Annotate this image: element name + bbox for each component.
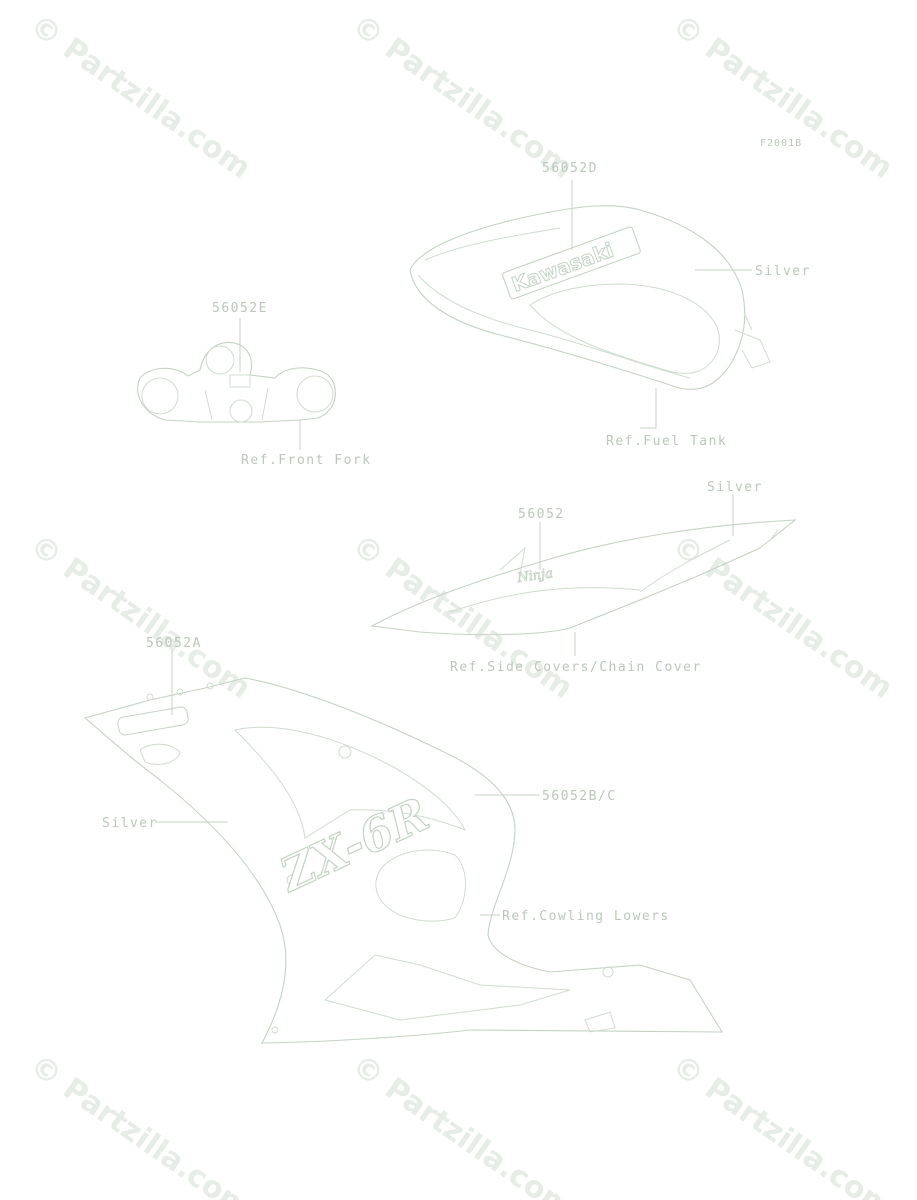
label-ref-front-fork: Ref.Front Fork	[241, 453, 372, 468]
watermark: © Partzilla.com	[345, 528, 579, 706]
side-script-decal: Ninja	[515, 566, 553, 586]
watermark: © Partzilla.com	[345, 8, 579, 186]
cowl-model-decal: ZX-6R	[270, 787, 437, 903]
label-ref-fuel-tank: Ref.Fuel Tank	[606, 434, 727, 449]
watermark: © Partzilla.com	[345, 1048, 579, 1200]
watermark-group: © Partzilla.com © Partzilla.com © Partzi…	[23, 8, 899, 1200]
label-tank-silver: Silver	[755, 264, 811, 279]
label-56052a: 56052A	[146, 636, 202, 651]
label-ref-side-covers: Ref.Side Covers/Chain Cover	[450, 660, 702, 675]
label-56052d: 56052D	[542, 161, 598, 176]
front-fork-drawing	[137, 341, 336, 423]
watermark: © Partzilla.com	[665, 8, 899, 186]
cowling-drawing: ZX-6R	[83, 677, 723, 1044]
label-side-silver: Silver	[707, 480, 763, 495]
label-cowl-silver: Silver	[102, 816, 158, 831]
label-56052b-c: 56052B/C	[542, 789, 617, 804]
watermark: © Partzilla.com	[23, 1048, 257, 1200]
label-ref-cowling-lowers: Ref.Cowling Lowers	[502, 909, 670, 924]
fuel-tank-drawing: Kawasaki	[409, 205, 771, 390]
side-cover-drawing: Ninja	[370, 519, 797, 636]
label-56052e: 56052E	[212, 301, 268, 316]
figure-code: F2001B	[760, 138, 802, 149]
watermark: © Partzilla.com	[23, 528, 257, 706]
watermark: © Partzilla.com	[665, 1048, 899, 1200]
watermark: © Partzilla.com	[23, 8, 257, 186]
label-56052: 56052	[518, 507, 565, 522]
